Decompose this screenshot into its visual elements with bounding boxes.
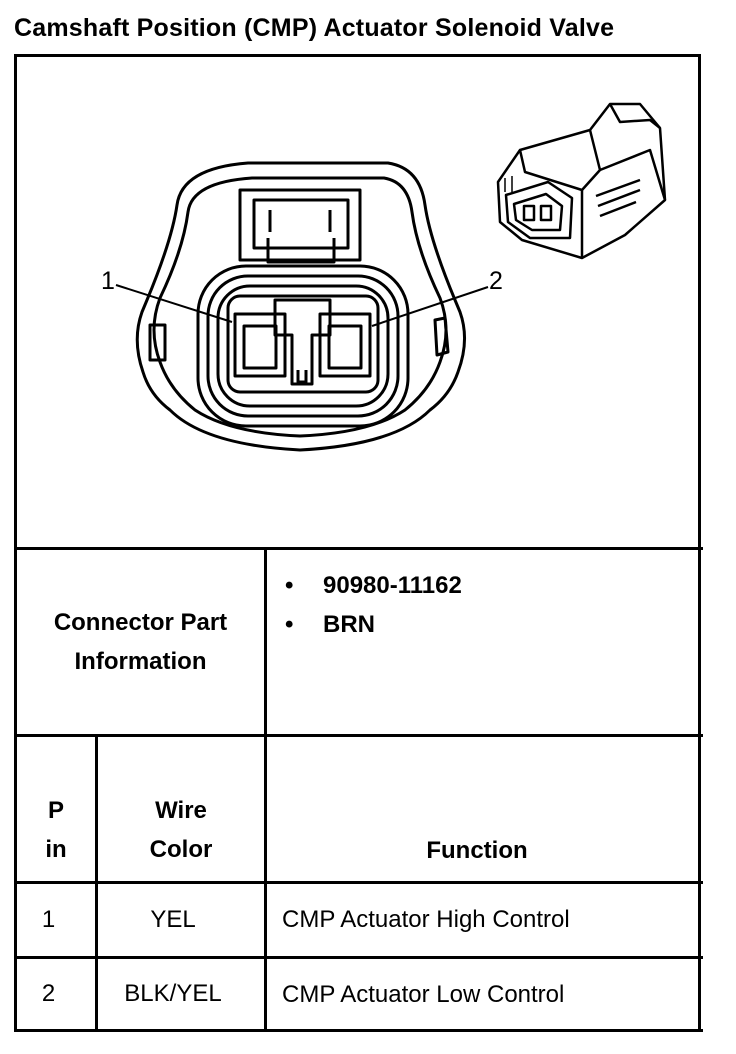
list-item: •90980-11162 — [285, 572, 462, 599]
callout-2-leader — [371, 286, 489, 327]
connector-info-list: •90980-11162 •BRN — [285, 570, 462, 648]
row-2-wire-color: BLK/YEL — [124, 980, 222, 1007]
row-2-pin: 2 — [41, 980, 56, 1007]
connector-part-number: 90980-11162 — [323, 572, 462, 599]
divider-header-row1 — [14, 881, 703, 884]
wire-color-header: Wire Color — [98, 790, 264, 870]
right-ear — [433, 316, 450, 357]
pin-1-terminal — [242, 324, 278, 370]
wire-header-line2: Color — [149, 836, 213, 863]
connector-table-frame — [14, 54, 701, 1030]
callout-1-leader — [115, 284, 233, 323]
row-1-function: CMP Actuator High Control — [282, 906, 570, 933]
pin-header-line2: in — [45, 836, 67, 863]
connector-outer-outline — [135, 161, 466, 452]
page-title: Camshaft Position (CMP) Actuator Solenoi… — [14, 14, 615, 42]
function-header: Function — [426, 836, 528, 864]
seal-ring-2 — [206, 274, 400, 418]
wire-header-line1: Wire — [155, 797, 207, 824]
latch-slots — [268, 210, 332, 232]
seal-ring-3 — [216, 284, 390, 408]
pin-1-cavity — [233, 312, 287, 378]
latch-outer — [238, 188, 362, 262]
connector-info-label: Connector Part Information — [17, 550, 264, 734]
row-1-pin: 1 — [41, 906, 56, 933]
latch-tab — [266, 238, 336, 264]
connector-3d-illustration — [496, 102, 667, 260]
connector-outline-2 — [152, 176, 448, 438]
divider-row1-row2 — [14, 956, 703, 959]
pin-header-line1: P — [47, 797, 64, 824]
connector-diagram: 1 2 — [17, 57, 698, 549]
terminal-cavity — [226, 294, 380, 394]
divider-table-bottom — [14, 1029, 703, 1032]
pin-2-terminal — [327, 324, 363, 370]
connector-info-label-line1: Connector Part — [53, 609, 228, 636]
list-item: •BRN — [285, 611, 375, 638]
center-key-slot — [296, 370, 308, 384]
column-divider-function — [264, 547, 267, 1032]
row-2-function: CMP Actuator Low Control — [282, 981, 565, 1008]
row-1-wire-color: YEL — [150, 906, 196, 933]
column-divider-wire — [95, 734, 98, 1032]
connector-face-drawing — [115, 102, 667, 452]
divider-info-table — [14, 734, 703, 737]
connector-info-label-line2: Information — [74, 648, 207, 675]
left-ear — [148, 323, 167, 362]
seal-ring-1 — [196, 264, 410, 428]
connector-color: BRN — [323, 611, 375, 638]
latch-inner — [252, 198, 350, 250]
divider-diagram-info — [14, 547, 703, 550]
pin-2-cavity — [318, 312, 372, 378]
callout-2-label: 2 — [489, 267, 503, 295]
pin-header: P in — [17, 790, 95, 870]
center-key — [273, 298, 332, 386]
callout-1-label: 1 — [101, 267, 115, 295]
